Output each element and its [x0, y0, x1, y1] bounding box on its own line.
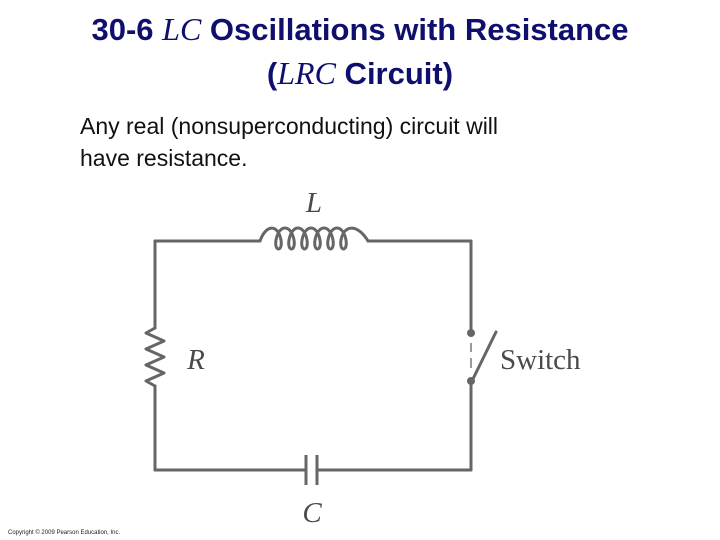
- body-text-line-1: Any real (nonsuperconducting) circuit wi…: [80, 113, 499, 139]
- title-lc: LC: [162, 11, 202, 47]
- resistor-label: R: [186, 344, 205, 376]
- title-number: 30-6: [91, 12, 163, 47]
- switch-contact-bottom: [467, 377, 475, 385]
- inductor-coil: [258, 226, 370, 251]
- switch-label: Switch: [500, 344, 581, 376]
- inductor-label: L: [305, 187, 322, 219]
- title-paren-open: (: [266, 56, 278, 91]
- title-circuit: Circuit): [335, 56, 454, 91]
- switch-contact-top: [467, 329, 475, 337]
- slide-title-line-2: (LRC Circuit): [0, 57, 720, 89]
- capacitor-label: C: [302, 497, 322, 529]
- title-lrc: LRC: [277, 55, 336, 91]
- slide-title-line-1: 30-6 LC Oscillations with Resistance: [0, 13, 720, 45]
- title-text: Oscillations with Resistance: [201, 12, 629, 47]
- resistor-zigzag: [144, 326, 166, 388]
- copyright-notice: Copyright © 2009 Pearson Education, Inc.: [8, 530, 121, 536]
- body-text-line-2: have resistance.: [80, 145, 248, 171]
- switch-blade: [469, 330, 498, 385]
